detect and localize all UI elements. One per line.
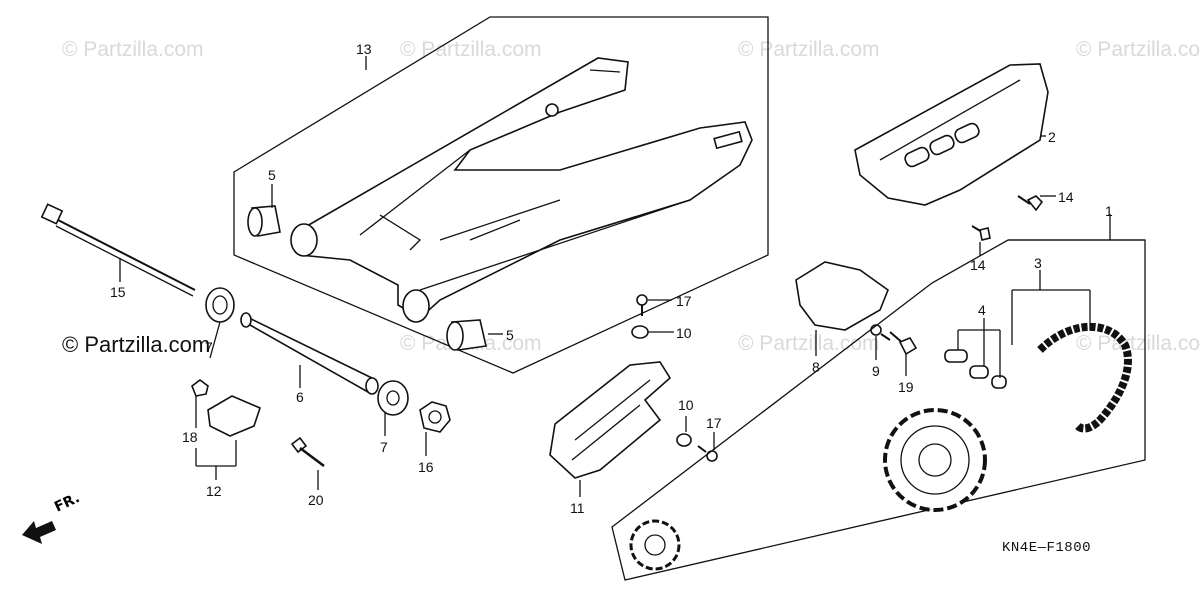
chain-guide-part xyxy=(795,261,889,331)
callout-20: 20 xyxy=(308,492,324,508)
front-direction-arrow-icon xyxy=(22,521,56,544)
callout-11: 11 xyxy=(570,500,585,516)
callout-19: 19 xyxy=(898,379,914,395)
chain-slider-part xyxy=(549,361,672,479)
leader-lines xyxy=(119,56,1111,497)
callout-5: 5 xyxy=(506,327,514,343)
callout-13: 13 xyxy=(356,41,372,57)
partzilla-copyright: © Partzilla.com xyxy=(62,332,211,357)
pivot-nut-part xyxy=(419,401,451,433)
callout-16: 16 xyxy=(418,459,434,475)
callout-5: 5 xyxy=(268,167,276,183)
bolt-19-part xyxy=(889,331,918,356)
swingarm-part xyxy=(290,57,753,323)
bolt-17-upper-part xyxy=(636,294,648,316)
callout-10: 10 xyxy=(678,397,694,413)
diagram-reference-code: KN4E—F1800 xyxy=(1002,540,1092,556)
bolt-20-part xyxy=(290,436,325,467)
watermark: © Partzilla.com xyxy=(62,38,204,61)
watermark: © Partzilla.com xyxy=(400,38,542,61)
driven-sprocket-part xyxy=(883,408,987,512)
callout-7: 7 xyxy=(205,339,213,355)
collar-10-lower-part xyxy=(676,433,692,447)
watermark: © Partzilla.com xyxy=(1076,332,1200,355)
bolt-17-lower-part xyxy=(697,445,718,462)
callout-15: 15 xyxy=(110,284,126,300)
bearing-part xyxy=(377,380,409,416)
callout-4: 4 xyxy=(978,302,986,318)
callout-3: 3 xyxy=(1034,255,1042,271)
bolt-14-upper-part xyxy=(1017,195,1044,212)
watermark: © Partzilla.com xyxy=(1076,38,1200,61)
callout-14: 14 xyxy=(970,257,986,273)
nut-18-part xyxy=(191,379,209,397)
dust-seal-part xyxy=(205,287,235,323)
callout-12: 12 xyxy=(206,483,222,499)
plate-12-part xyxy=(207,395,261,437)
callout-17: 17 xyxy=(706,415,722,431)
callout-8: 8 xyxy=(812,359,820,375)
collar-part-lower xyxy=(446,319,487,351)
callout-7: 7 xyxy=(380,439,388,455)
watermark: © Partzilla.com xyxy=(738,38,880,61)
pivot-collar-part xyxy=(240,312,379,395)
swingarm-group-outline xyxy=(233,16,769,374)
pivot-bolt-part xyxy=(40,203,196,297)
callout-10: 10 xyxy=(676,325,692,341)
callout-6: 6 xyxy=(296,389,304,405)
callout-2: 2 xyxy=(1048,129,1056,145)
chain-case-part xyxy=(854,63,1049,206)
bolt-14-lower-part xyxy=(971,225,991,241)
callout-18: 18 xyxy=(182,429,198,445)
drive-chain-part xyxy=(1037,322,1132,433)
collar-10-upper-part xyxy=(631,325,649,339)
callout-9: 9 xyxy=(872,363,880,379)
callout-14: 14 xyxy=(1058,189,1074,205)
callout-1: 1 xyxy=(1105,203,1113,219)
drive-sprocket-part xyxy=(629,519,681,571)
callout-17: 17 xyxy=(676,293,692,309)
collar-part-upper xyxy=(247,205,281,237)
master-link-part xyxy=(944,349,1007,389)
